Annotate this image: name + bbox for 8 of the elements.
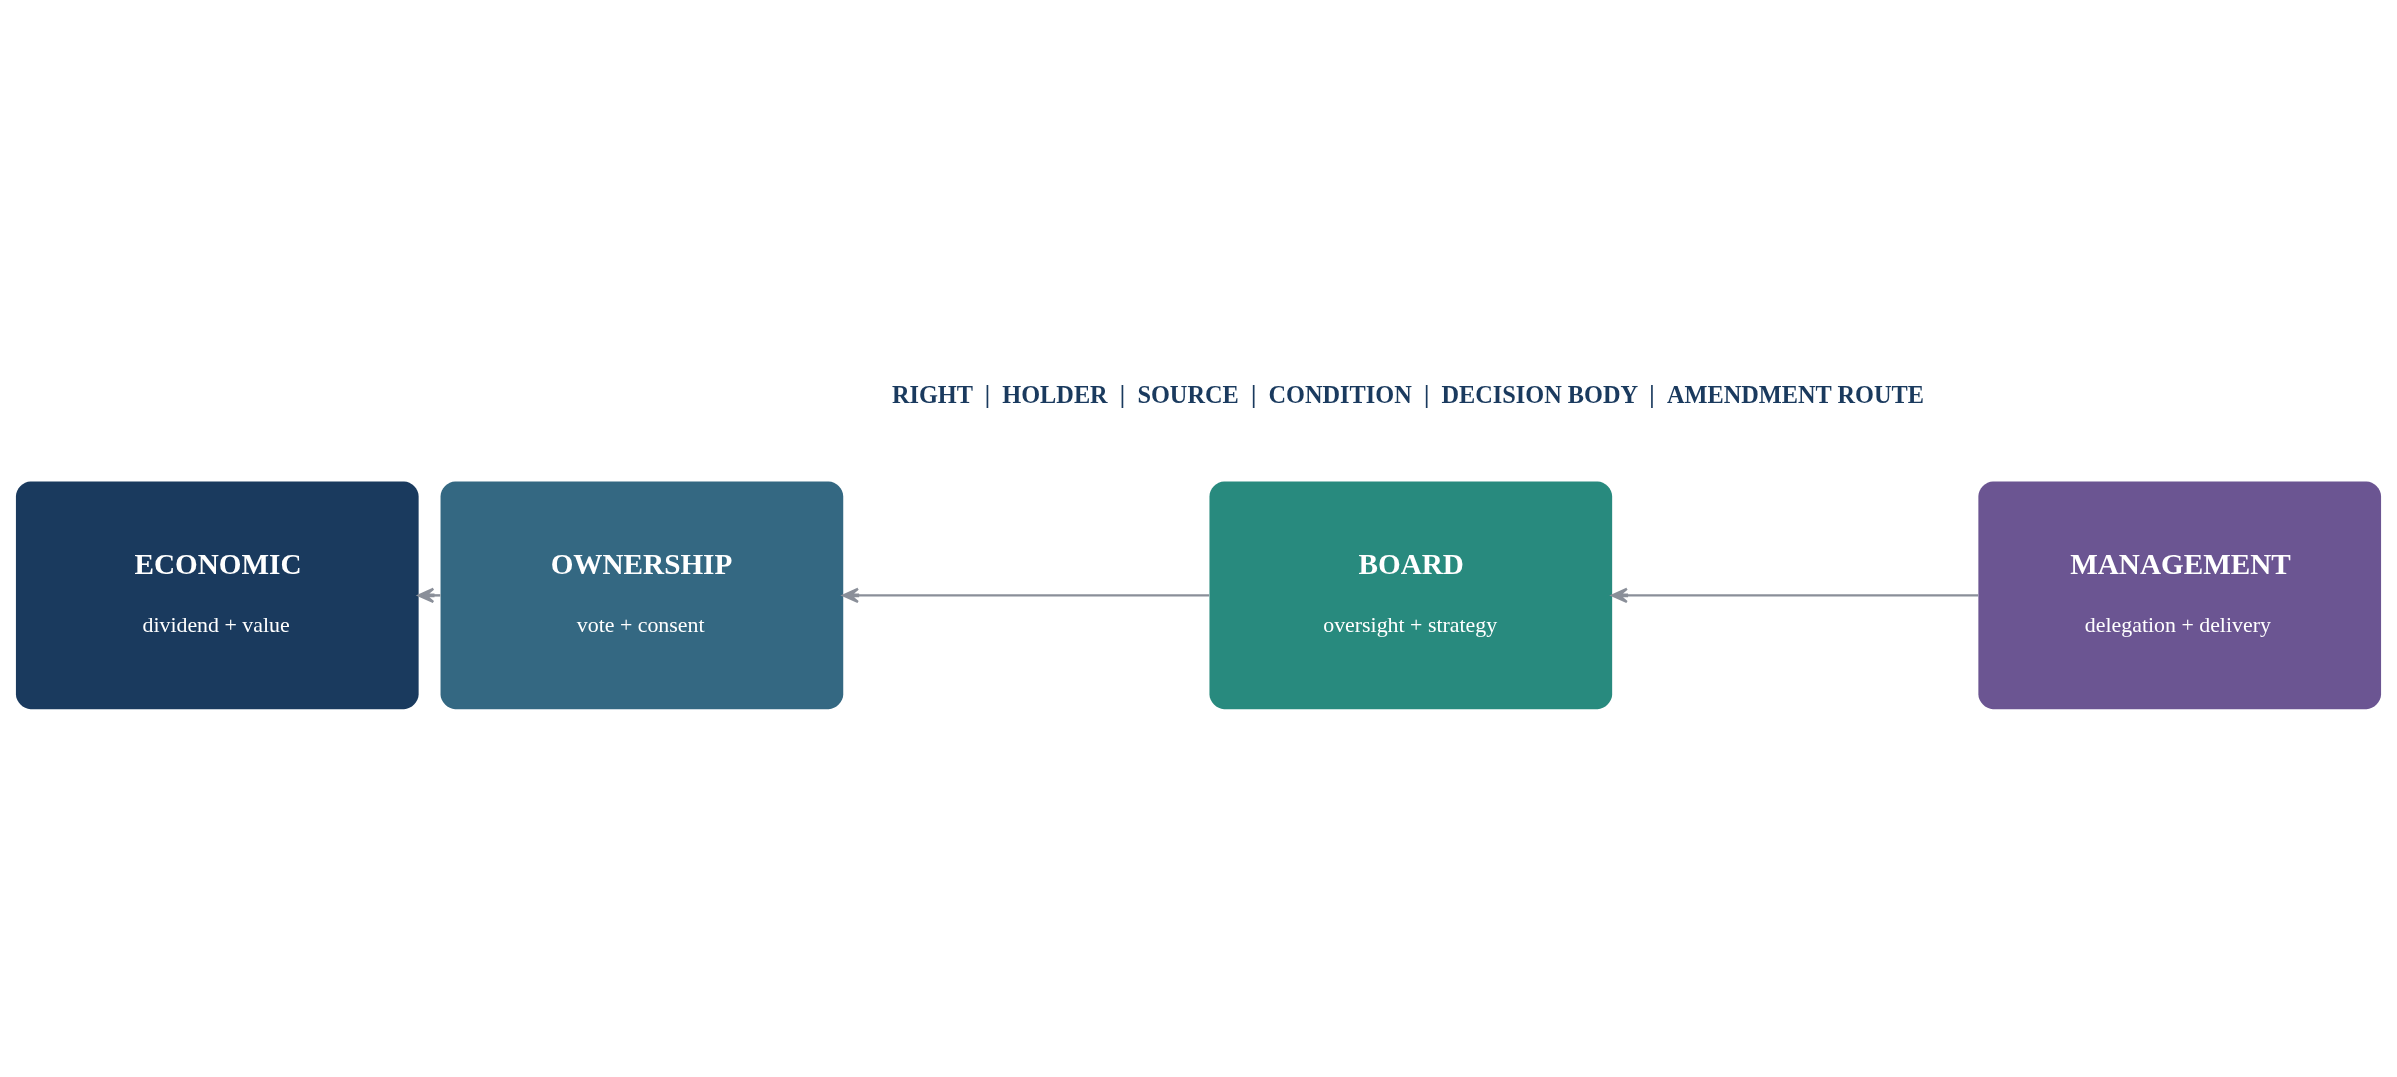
node-box: ECONOMIC dividend + value <box>15 481 419 710</box>
arrow <box>1611 587 1979 604</box>
node-box: OWNERSHIP vote + consent <box>440 481 844 710</box>
node-box: BOARD oversight + strategy <box>1209 481 1613 710</box>
node-box: MANAGEMENT delegation + delivery <box>1978 481 2382 710</box>
arrow <box>842 587 1210 604</box>
label: RIGHT | HOLDER | SOURCE | CONDITION | DECISION BODY | AMENDMENT ROUTE <box>891 381 1924 409</box>
arrow <box>417 587 441 604</box>
